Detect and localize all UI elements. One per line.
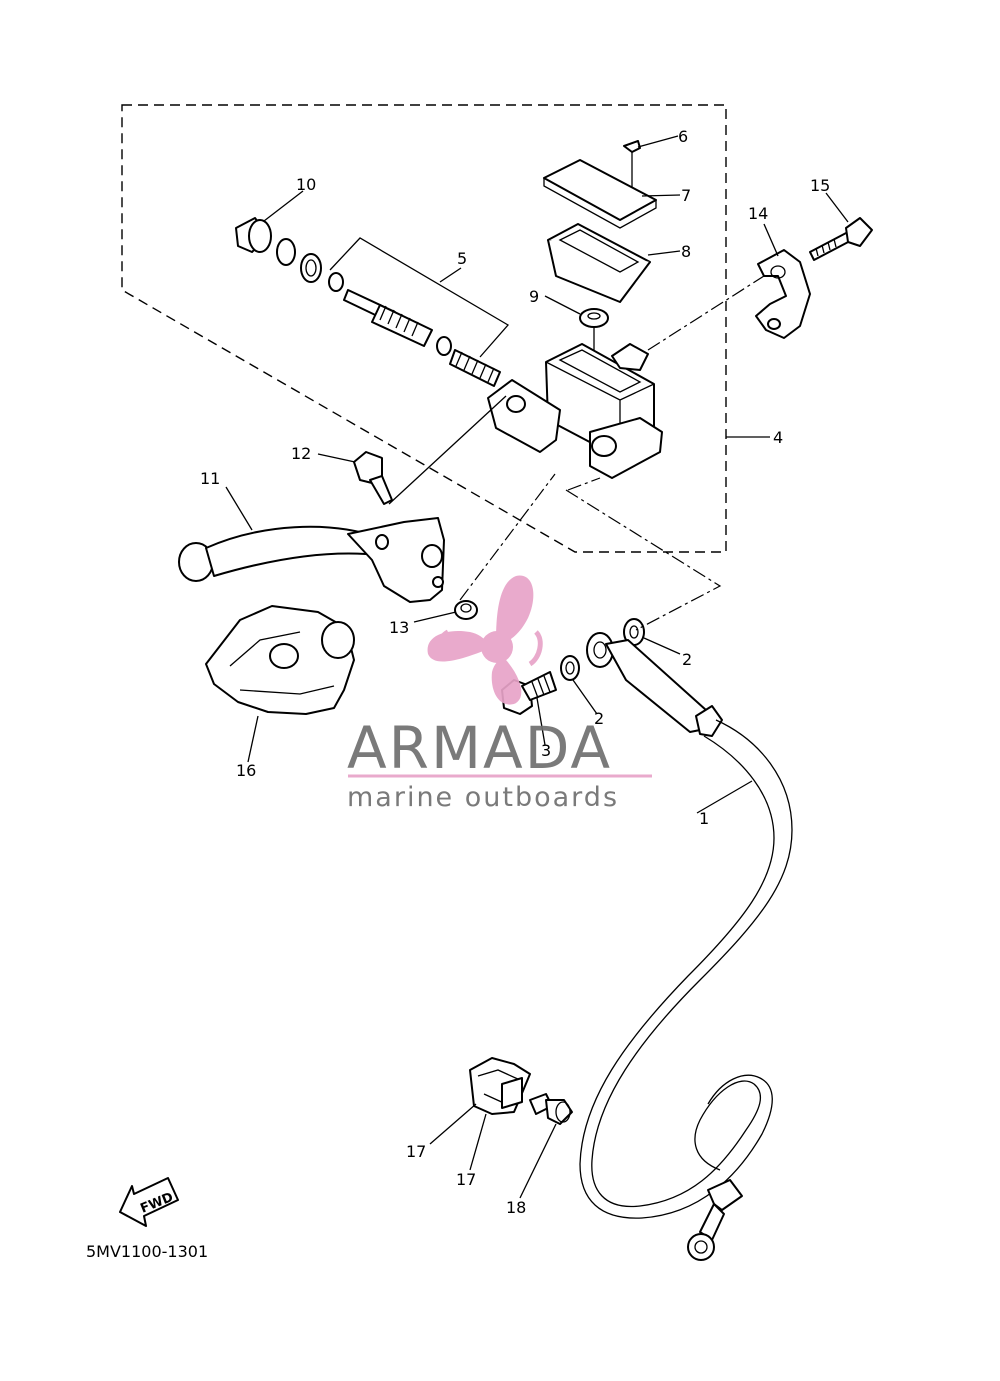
- label-part-13: 13: [389, 618, 409, 637]
- label-part-9: 9: [529, 287, 539, 306]
- watermark-title: ARMADA: [347, 714, 612, 782]
- part-18-bolt: [529, 1093, 573, 1125]
- label-part-1: 1: [699, 809, 709, 828]
- label-part-4: 4: [773, 428, 783, 447]
- part-5-piston-kit: [329, 237, 510, 387]
- part-16-lever-guard: [205, 605, 355, 715]
- label-part-16: 16: [236, 761, 256, 780]
- label-part-6: 6: [678, 127, 688, 146]
- label-part-14: 14: [748, 204, 768, 223]
- label-part-8: 8: [681, 242, 691, 261]
- label-part-5: 5: [457, 249, 467, 268]
- label-part-2: 2: [682, 650, 692, 669]
- label-part-3: 3: [541, 741, 551, 760]
- part-10-boot: [235, 217, 344, 292]
- label-part-15: 15: [810, 176, 830, 195]
- diagram-code: 5MV1100-1301: [86, 1242, 208, 1261]
- propeller-icon: [427, 575, 543, 705]
- label-part-7: 7: [681, 186, 691, 205]
- part-12-pivot-bolt: [353, 451, 393, 505]
- label-part-12: 12: [291, 444, 311, 463]
- part-17-hose-guide: [469, 1057, 531, 1115]
- part-8-diaphragm: [547, 223, 651, 303]
- part-1-brake-hose: [579, 632, 793, 1261]
- part-labels: 1 2 2 3 4 5 6 7 8 9 10 11 12 13 14 15 16…: [200, 127, 830, 1217]
- part-7-cap: [543, 159, 657, 229]
- label-part-10: 10: [296, 175, 316, 194]
- connection-lines: [388, 275, 770, 631]
- label-part-17: 17: [406, 1142, 426, 1161]
- part-4-master-cylinder: [487, 343, 663, 479]
- part-2-washer-a: [560, 655, 580, 681]
- part-13-nut: [454, 600, 478, 620]
- part-15-bolt: [809, 217, 873, 261]
- armada-logo: ARMADA marine outboards: [347, 575, 652, 813]
- label-part-11: 11: [200, 469, 220, 488]
- part-11-lever: [178, 517, 445, 603]
- fwd-arrow-icon: FWD: [119, 1177, 179, 1227]
- part-14-clamp: [755, 249, 811, 339]
- label-part-2: 2: [594, 709, 604, 728]
- label-leaders: [225, 135, 849, 1199]
- assembly-boundary: [121, 104, 727, 553]
- label-part-17: 17: [456, 1170, 476, 1189]
- watermark-subtitle: marine outboards: [347, 782, 619, 813]
- label-part-18: 18: [506, 1198, 526, 1217]
